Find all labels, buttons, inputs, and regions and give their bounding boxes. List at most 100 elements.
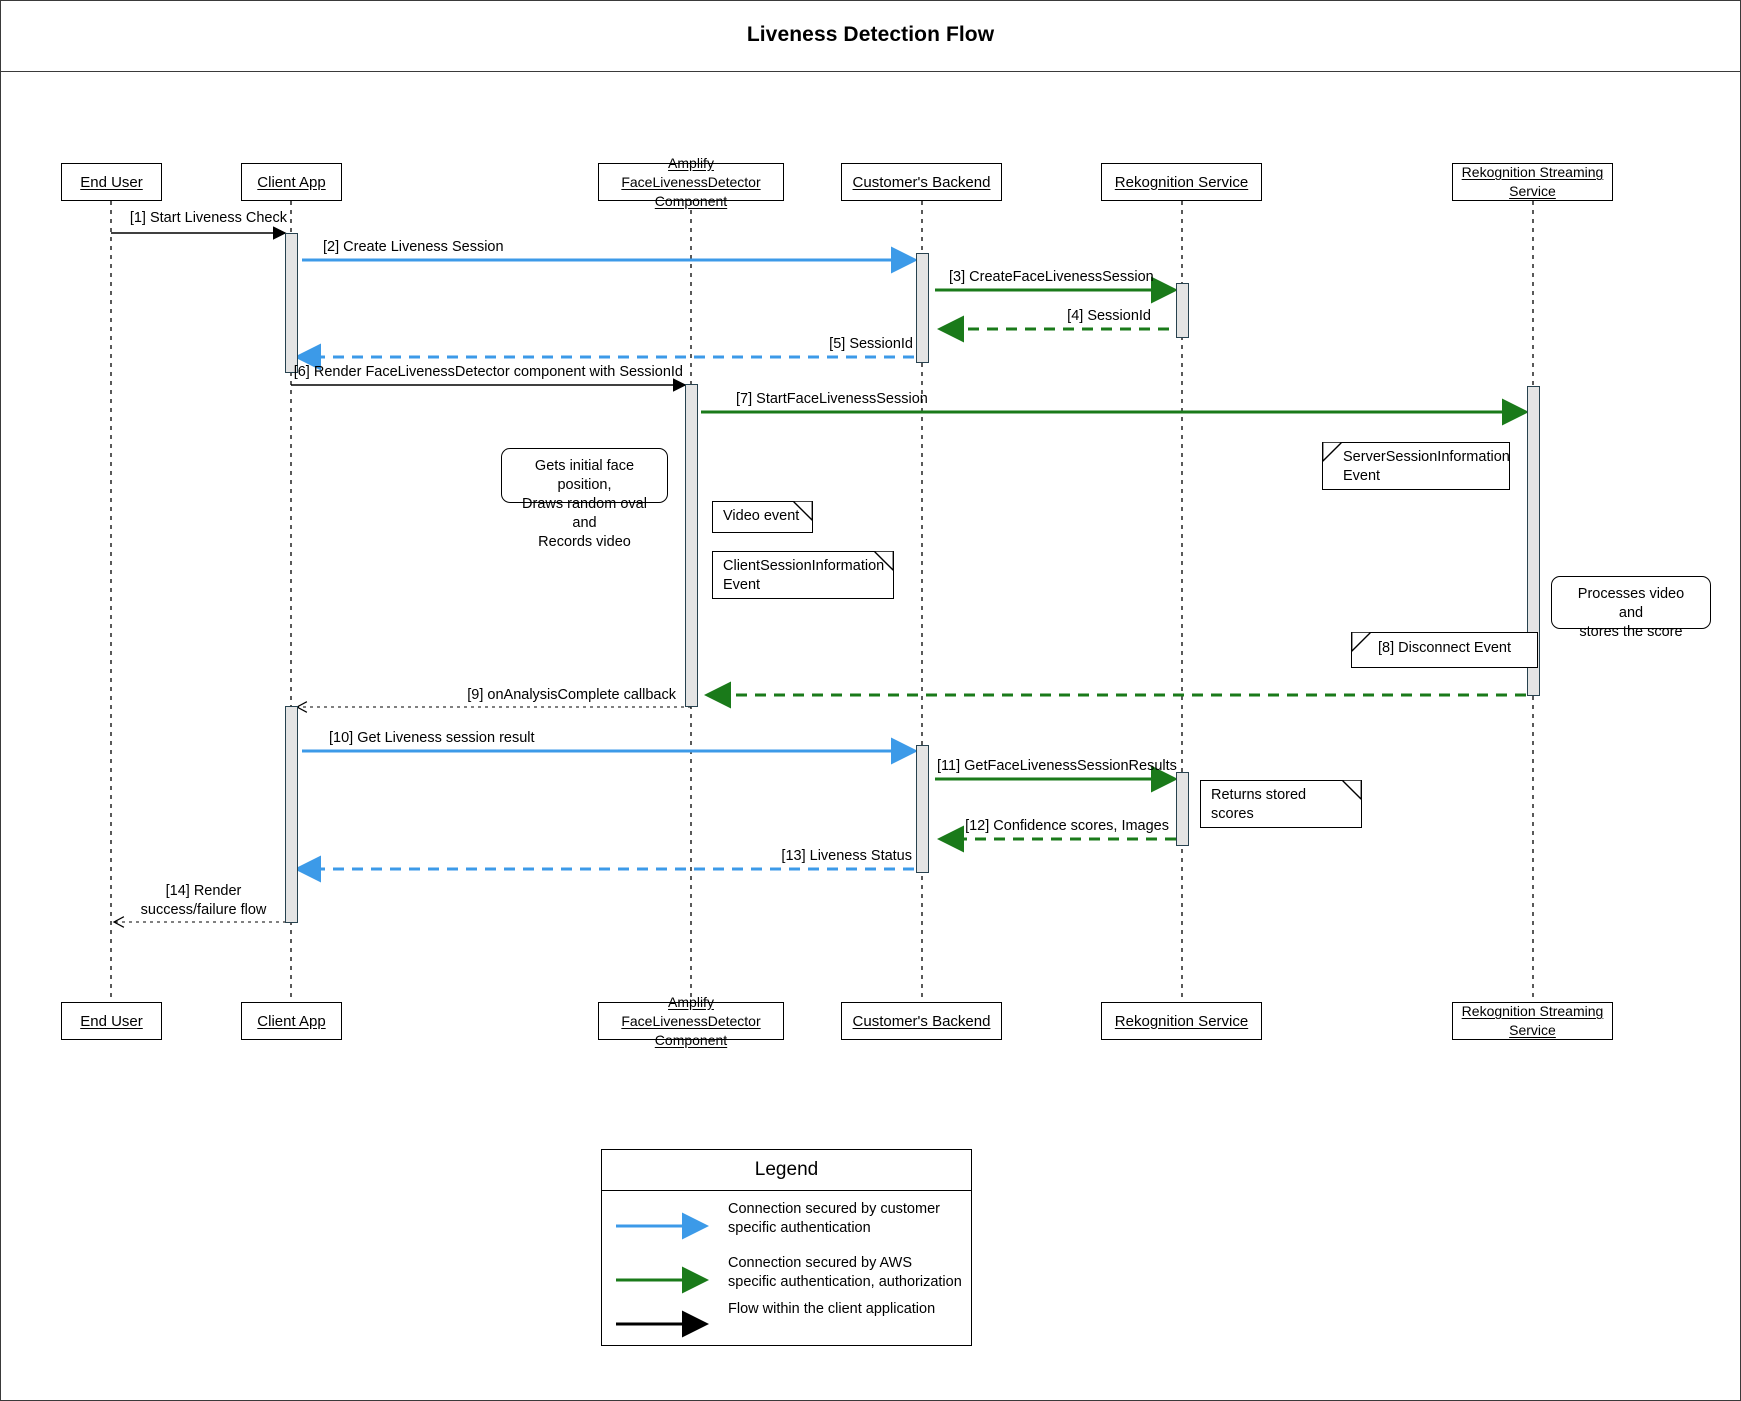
participant-box-rekognition-service[interactable]: Rekognition Service (1101, 163, 1262, 201)
participant-label-line2: Service (1509, 1022, 1556, 1038)
legend-row-blue: Connection secured by customer specific … (602, 1200, 971, 1252)
message-label-10: [10] Get Liveness session result (329, 730, 535, 746)
participant-label-line1: Rekognition Streaming (1461, 1003, 1604, 1019)
message-label-12: [12] Confidence scores, Images (965, 818, 1169, 834)
message-label-3: [3] CreateFaceLivenessSession (949, 269, 1154, 285)
participant-label: End User (80, 173, 143, 191)
page-title: Liveness Detection Flow (746, 23, 995, 46)
participant-label: Customer's Backend (852, 1012, 991, 1030)
participant-box-amplify-component[interactable]: Amplify FaceLivenessDetector Component (598, 155, 784, 209)
participant-label: Client App (257, 173, 326, 191)
note-fold-icon (1322, 442, 1342, 462)
participant-label-line1: Amplify FaceLivenessDetector (621, 154, 761, 190)
note-fold-icon (1342, 780, 1362, 800)
activation-amplify-component (685, 384, 698, 707)
legend-label-green: Connection secured by AWS specific authe… (728, 1254, 966, 1292)
diagram-title-band: Liveness Detection Flow (1, 1, 1740, 72)
legend-arrow-green-icon (616, 1266, 709, 1294)
participant-label: Amplify FaceLivenessDetector Component (599, 993, 783, 1050)
message-label-14: [14] Render success/failure flow (121, 882, 286, 920)
note-fold-icon (874, 551, 894, 571)
legend-arrow-black-icon (616, 1310, 709, 1338)
note-disconnect-event: [8] Disconnect Event (1351, 632, 1538, 668)
activation-client-app-1 (285, 233, 298, 373)
participant-box-end-user[interactable]: End User (61, 163, 162, 201)
note-line: ServerSessionInformation (1343, 449, 1510, 465)
legend-label-blue: Connection secured by customer specific … (728, 1200, 966, 1238)
note-line: Draws random oval and (522, 496, 647, 531)
note-line: Processes video and (1577, 586, 1685, 621)
note-line: Gets initial face position, (534, 458, 635, 493)
message-label-7: [7] StartFaceLivenessSession (736, 391, 928, 407)
participant-box-client-app[interactable]: Client App (241, 163, 342, 201)
legend-arrow-blue-icon (616, 1212, 709, 1240)
participant-box-customers-backend[interactable]: Customer's Backend (841, 163, 1002, 201)
participant-label: Client App (257, 1012, 326, 1030)
participant-label-line2: Component (654, 192, 728, 209)
participant-label: Rekognition Streaming Service (1456, 163, 1610, 201)
note-line: Records video (538, 534, 631, 550)
legend-row-green: Connection secured by AWS specific authe… (602, 1254, 971, 1306)
note-fold-icon (1351, 632, 1371, 652)
participant-label-line2: Component (654, 1031, 728, 1048)
participant-label-line1: Rekognition Streaming (1461, 164, 1604, 180)
participant-label: Rekognition Service (1114, 173, 1249, 191)
lifelines (110, 201, 1534, 997)
message-label-14-line2: success/failure flow (140, 902, 267, 918)
participant-label: Customer's Backend (852, 173, 991, 191)
participant-box-amplify-component-bottom[interactable]: Amplify FaceLivenessDetector Component (598, 994, 784, 1048)
note-line: Video event (723, 508, 800, 524)
activation-client-app-2 (285, 706, 298, 923)
legend-panel: Legend Connection secured by customer sp… (601, 1149, 972, 1346)
note-returns-stored-scores: Returns stored scores (1200, 780, 1362, 828)
legend-label-line2: specific authentication, authorization (728, 1274, 962, 1290)
note-processes-video: Processes video and stores the score (1551, 576, 1711, 640)
activation-customers-backend-2 (916, 745, 929, 873)
note-line: Returns stored (1211, 787, 1307, 803)
message-label-2: [2] Create Liveness Session (323, 239, 504, 255)
note-client-session-info: ClientSessionInformation Event (712, 551, 894, 599)
legend-label-black: Flow within the client application (728, 1300, 966, 1319)
legend-label-line1: Connection secured by customer (728, 1201, 940, 1217)
message-label-9: [9] onAnalysisComplete callback (467, 687, 676, 703)
legend-title: Legend (602, 1150, 971, 1191)
participant-box-client-app-bottom[interactable]: Client App (241, 1002, 342, 1040)
note-line: Event (723, 577, 761, 593)
note-face-position: Gets initial face position, Draws random… (501, 448, 668, 550)
legend-label-line1: Flow within the client application (728, 1301, 936, 1317)
participant-label: End User (80, 1012, 143, 1030)
participant-label-line1: Amplify FaceLivenessDetector (621, 993, 761, 1029)
note-line: [8] Disconnect Event (1378, 640, 1511, 656)
participant-box-customers-backend-bottom[interactable]: Customer's Backend (841, 1002, 1002, 1040)
note-fold-icon (793, 501, 813, 521)
activation-rekognition-service-2 (1176, 772, 1189, 846)
participant-label: Rekognition Service (1114, 1012, 1249, 1030)
legend-label-line2: specific authentication (728, 1220, 871, 1236)
legend-row-black: Flow within the client application (602, 1301, 971, 1360)
activation-rekognition-service-1 (1176, 283, 1189, 338)
note-server-session-info: ServerSessionInformation Event (1322, 442, 1510, 490)
note-line: ClientSessionInformation (723, 558, 885, 574)
message-label-13: [13] Liveness Status (781, 848, 912, 864)
participant-box-rekognition-streaming-service[interactable]: Rekognition Streaming Service (1452, 163, 1613, 201)
message-label-11: [11] GetFaceLivenessSessionResults (937, 758, 1177, 774)
note-video-event: Video event (712, 501, 813, 533)
participant-box-rekognition-streaming-service-bottom[interactable]: Rekognition Streaming Service (1452, 1002, 1613, 1040)
message-label-14-line1: [14] Render (165, 883, 242, 899)
note-line: stores the score (1579, 624, 1683, 640)
participant-label-line2: Service (1509, 183, 1556, 199)
activation-customers-backend-1 (916, 253, 929, 363)
message-label-5: [5] SessionId (829, 336, 913, 352)
message-label-1: [1] Start Liveness Check (129, 210, 287, 226)
note-line: scores (1211, 806, 1254, 822)
participant-box-end-user-bottom[interactable]: End User (61, 1002, 162, 1040)
participant-label: Rekognition Streaming Service (1456, 1002, 1610, 1040)
legend-label-line1: Connection secured by AWS (728, 1255, 913, 1271)
activation-streaming-service (1527, 386, 1540, 696)
note-line: Event (1343, 468, 1381, 484)
message-label-4: [4] SessionId (1067, 308, 1151, 324)
participant-box-rekognition-service-bottom[interactable]: Rekognition Service (1101, 1002, 1262, 1040)
message-label-6: [6] Render FaceLivenessDetector componen… (293, 364, 683, 380)
